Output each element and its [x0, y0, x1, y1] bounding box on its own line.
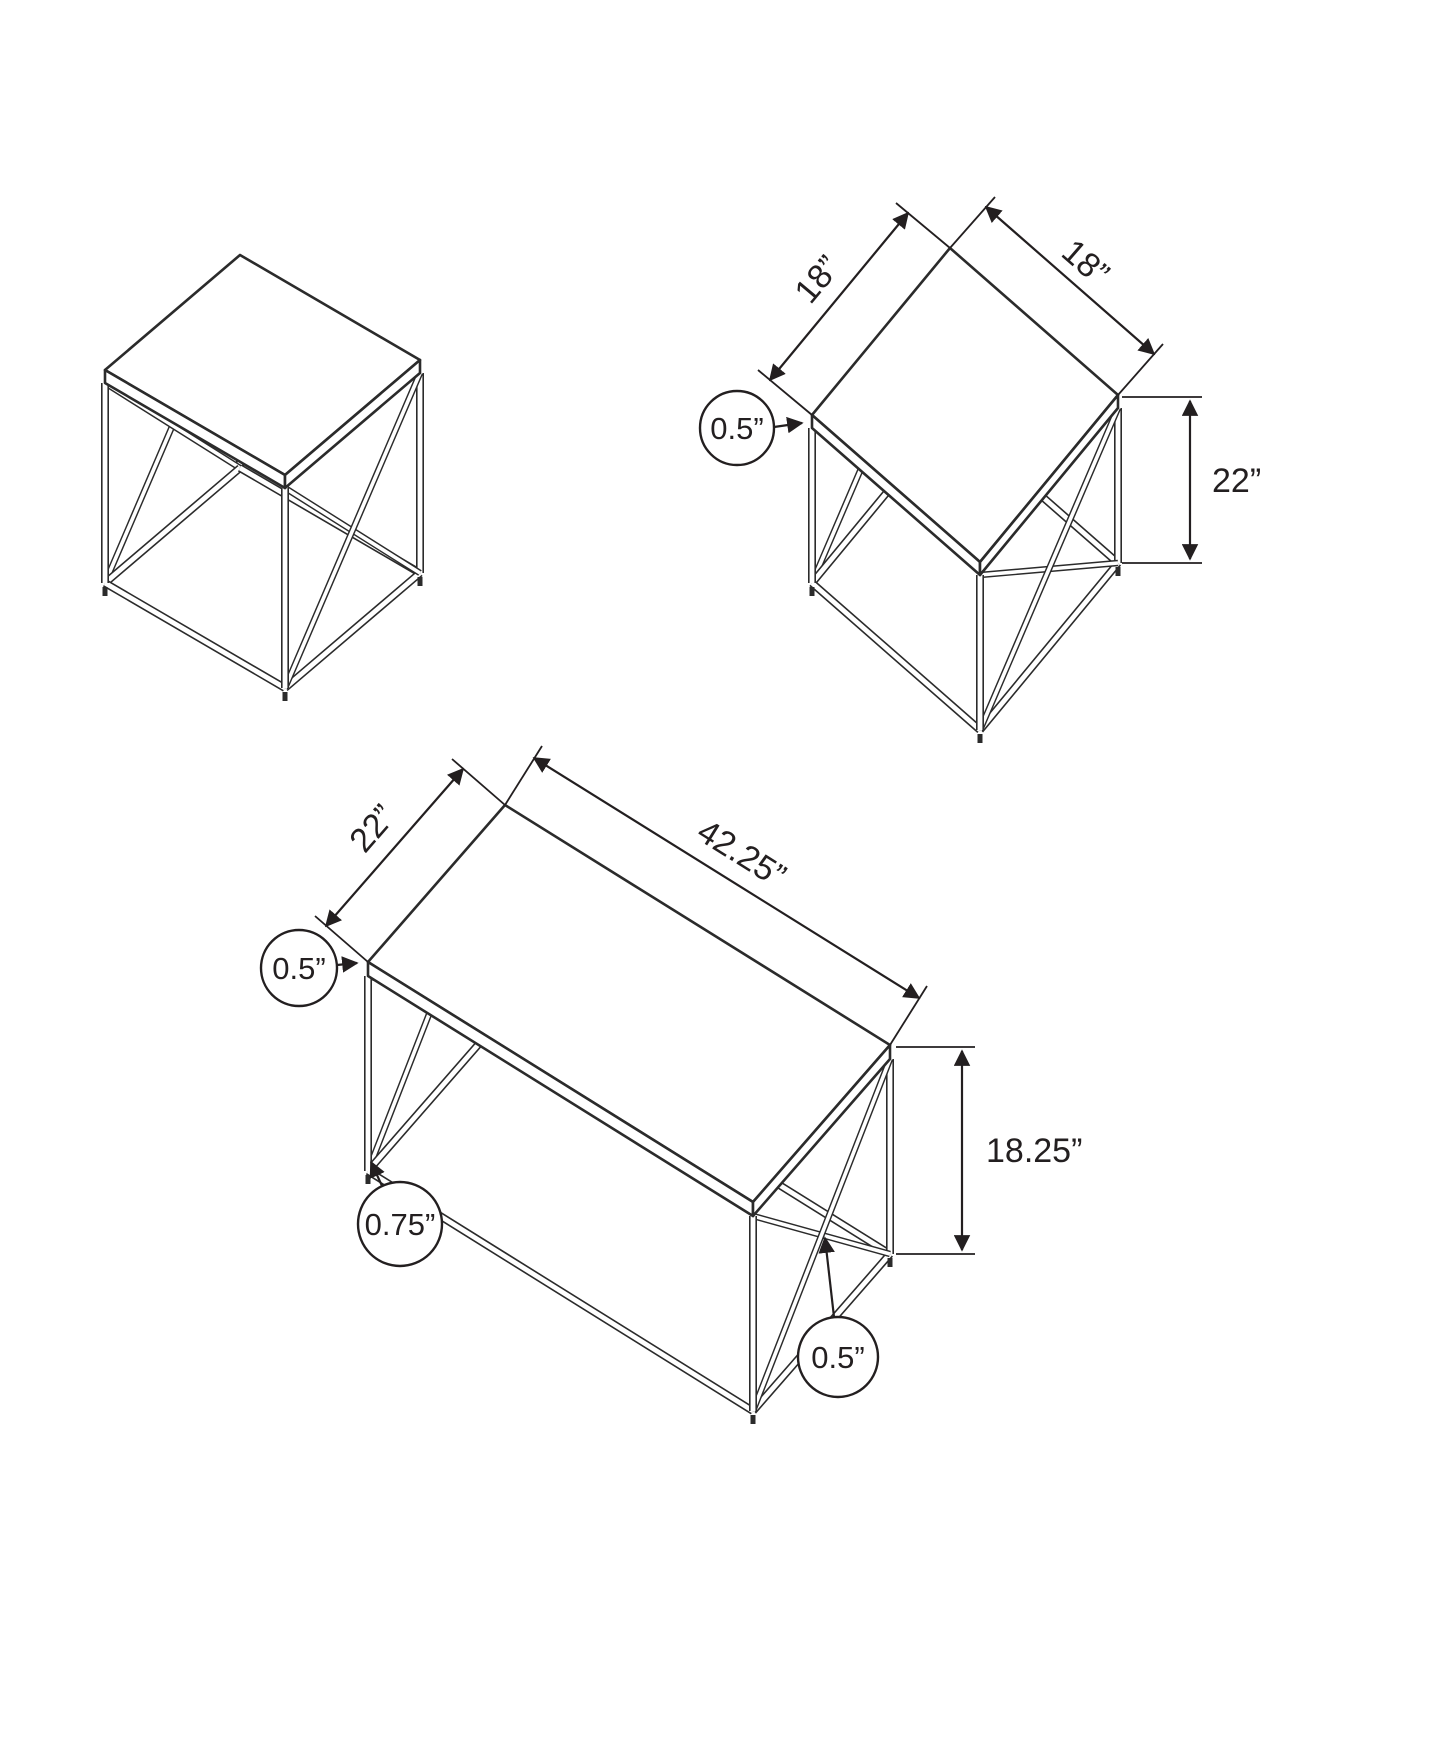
extension-line: [889, 985, 928, 1046]
dim-label-end-table-height: 22”: [1212, 462, 1261, 500]
dimension-arrow: [532, 757, 921, 999]
callout-label-coffee-table-top-thickness: 0.5”: [272, 951, 325, 986]
table-top: [366, 803, 892, 1218]
leader-line: [773, 416, 804, 434]
leader-line: [369, 1160, 385, 1189]
x-brace: [283, 372, 422, 689]
extension-line: [314, 915, 369, 963]
callout-circle: [698, 389, 776, 467]
dimension-arrow: [324, 767, 465, 928]
dim-label-coffee-table-width: 42.25”: [691, 812, 793, 895]
bottom-rail: [283, 571, 422, 690]
callout-label-end-table-top-thickness: 0.5”: [710, 411, 763, 446]
callout-circle: [259, 928, 339, 1008]
callout-label-coffee-table-frame-thickness: 0.75”: [365, 1207, 436, 1242]
feet: [365, 1175, 893, 1424]
end-table-plain-drawing: [101, 253, 424, 701]
callout-label-coffee-table-brace-thickness: 0.5”: [811, 1340, 864, 1375]
bottom-rail: [978, 561, 1120, 732]
callout-circle: [796, 1315, 880, 1399]
dimension-height: 22”: [1122, 396, 1261, 564]
callout-circle: [356, 1180, 444, 1268]
callout-top-thickness: 0.5”: [698, 389, 804, 467]
extension-line: [1117, 343, 1164, 396]
callout-top-thickness: 0.5”: [259, 928, 359, 1008]
bottom-rail: [103, 580, 287, 691]
extension-line: [757, 369, 813, 416]
feet: [102, 577, 423, 701]
dim-label-coffee-table-height: 18.25”: [986, 1132, 1082, 1170]
coffee-table-drawing: 22” 42.25” 18.25” 0.5” 0.75” 0.5”: [259, 745, 1082, 1424]
dimension-arrow: [768, 211, 910, 382]
table-top-edge-right: [978, 393, 1120, 577]
end-table-dimensioned-drawing: 18” 18” 22” 0.5”: [698, 196, 1261, 743]
x-brace: [978, 407, 1120, 731]
x-brace: [751, 1058, 892, 1412]
leader-line: [336, 956, 359, 973]
feet: [809, 567, 1121, 743]
extension-line: [504, 745, 543, 806]
table-top-surface: [103, 253, 422, 477]
callout-brace-thickness: 0.5”: [796, 1236, 880, 1399]
table-top-edge-right: [751, 1043, 892, 1218]
dimension-arrow: [984, 205, 1156, 356]
bottom-rail: [103, 466, 242, 585]
table-top: [103, 253, 422, 490]
dim-label-coffee-table-depth: 22”: [342, 798, 403, 860]
leader-line: [818, 1236, 836, 1318]
extension-line: [949, 196, 996, 249]
callout-frame-thickness: 0.75”: [356, 1160, 444, 1268]
bottom-rail: [810, 581, 982, 732]
extension-line: [451, 758, 506, 806]
table-top-edge-right: [283, 358, 422, 490]
dim-label-end-table-side-b: 18”: [1054, 232, 1116, 293]
extension-line: [895, 202, 951, 249]
dim-label-end-table-side-a: 18”: [787, 249, 848, 311]
dimension-height: 18.25”: [896, 1046, 1082, 1255]
